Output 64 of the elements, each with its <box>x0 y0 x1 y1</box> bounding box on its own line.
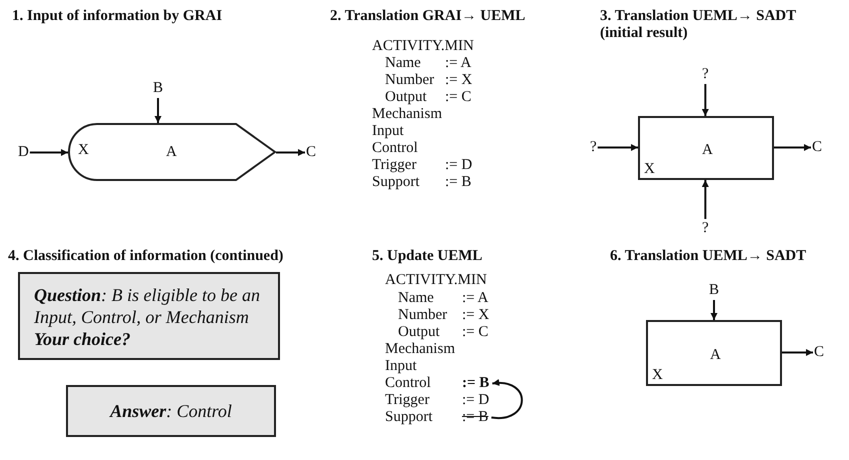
flow-label: C <box>812 139 822 156</box>
dialog-box: Answer: Control <box>66 385 276 437</box>
arrow <box>774 144 811 151</box>
activity-name: A <box>702 142 713 159</box>
panel-title: 4. Classification of information (continued) <box>8 248 284 265</box>
listing-text: Mechanism <box>385 341 455 358</box>
panel-title: 1. Input of information by GRAI <box>12 8 222 25</box>
dialog-box: Question: B is eligible to be an Input, Control, or Mechanism Your choice? <box>18 272 280 360</box>
arrow <box>702 84 709 116</box>
arrow <box>702 180 709 219</box>
listing-text: Number <box>398 307 448 324</box>
flow-label: B <box>709 282 720 299</box>
listing-text: Output <box>398 324 440 341</box>
listing-text: Name <box>385 55 421 72</box>
activity-number: X <box>652 367 663 384</box>
flow-label: ? <box>702 220 709 237</box>
panel-title: 5. Update UEML <box>372 248 482 265</box>
listing-text: ACTIVITY.MIN <box>372 38 474 55</box>
listing-text: Trigger <box>372 157 416 174</box>
listing-text: := D <box>445 157 472 174</box>
arrow <box>598 144 638 151</box>
listing-text: Trigger <box>385 392 430 409</box>
activity-box <box>646 320 782 386</box>
listing-text: Support <box>372 174 420 191</box>
listing-text: Support <box>385 409 433 426</box>
listing-text: ACTIVITY.MIN <box>385 272 487 289</box>
panel-title: 2. Translation GRAI→ UEML <box>330 8 526 25</box>
flow-label: ? <box>590 139 597 156</box>
arrow <box>710 300 718 320</box>
flow-label: D <box>18 144 29 161</box>
flow-label: B <box>153 80 164 97</box>
listing-text: Control <box>372 140 418 157</box>
listing-text: Input <box>372 123 404 140</box>
activity-number: X <box>78 142 89 159</box>
activity-name: A <box>166 144 177 161</box>
listing-text: := X <box>462 307 490 324</box>
listing-text: := A <box>445 55 472 72</box>
arrow <box>154 98 162 123</box>
listing-text: := C <box>462 324 488 341</box>
panel-title: 3. Translation UEML→ SADT (initial result) <box>600 8 797 42</box>
listing-text: := D <box>462 392 490 409</box>
listing-text: Number <box>385 72 434 89</box>
arrow <box>276 149 305 156</box>
listing-text: := B <box>445 174 472 191</box>
panel-title: 6. Translation UEML→ SADT <box>610 248 806 265</box>
flow-label: C <box>306 144 316 161</box>
listing-text: := X <box>445 72 472 89</box>
listing-text: Mechanism <box>372 106 442 123</box>
listing-text: Input <box>385 358 417 375</box>
listing-text: Name <box>398 290 434 307</box>
listing-text: := C <box>445 89 472 106</box>
activity-box <box>638 116 774 180</box>
flow-label: := B <box>462 409 488 426</box>
flow-label: C <box>814 344 824 361</box>
activity-number: X <box>644 161 655 178</box>
arrow <box>782 349 813 356</box>
flow-label: := B <box>462 375 490 392</box>
flow-label: ? <box>702 66 709 83</box>
listing-text: Control <box>385 375 431 392</box>
listing-text: Output <box>385 89 427 106</box>
listing-text: := A <box>462 290 488 307</box>
activity-name: A <box>710 347 721 364</box>
arrow <box>30 149 68 156</box>
arrow <box>491 380 523 419</box>
